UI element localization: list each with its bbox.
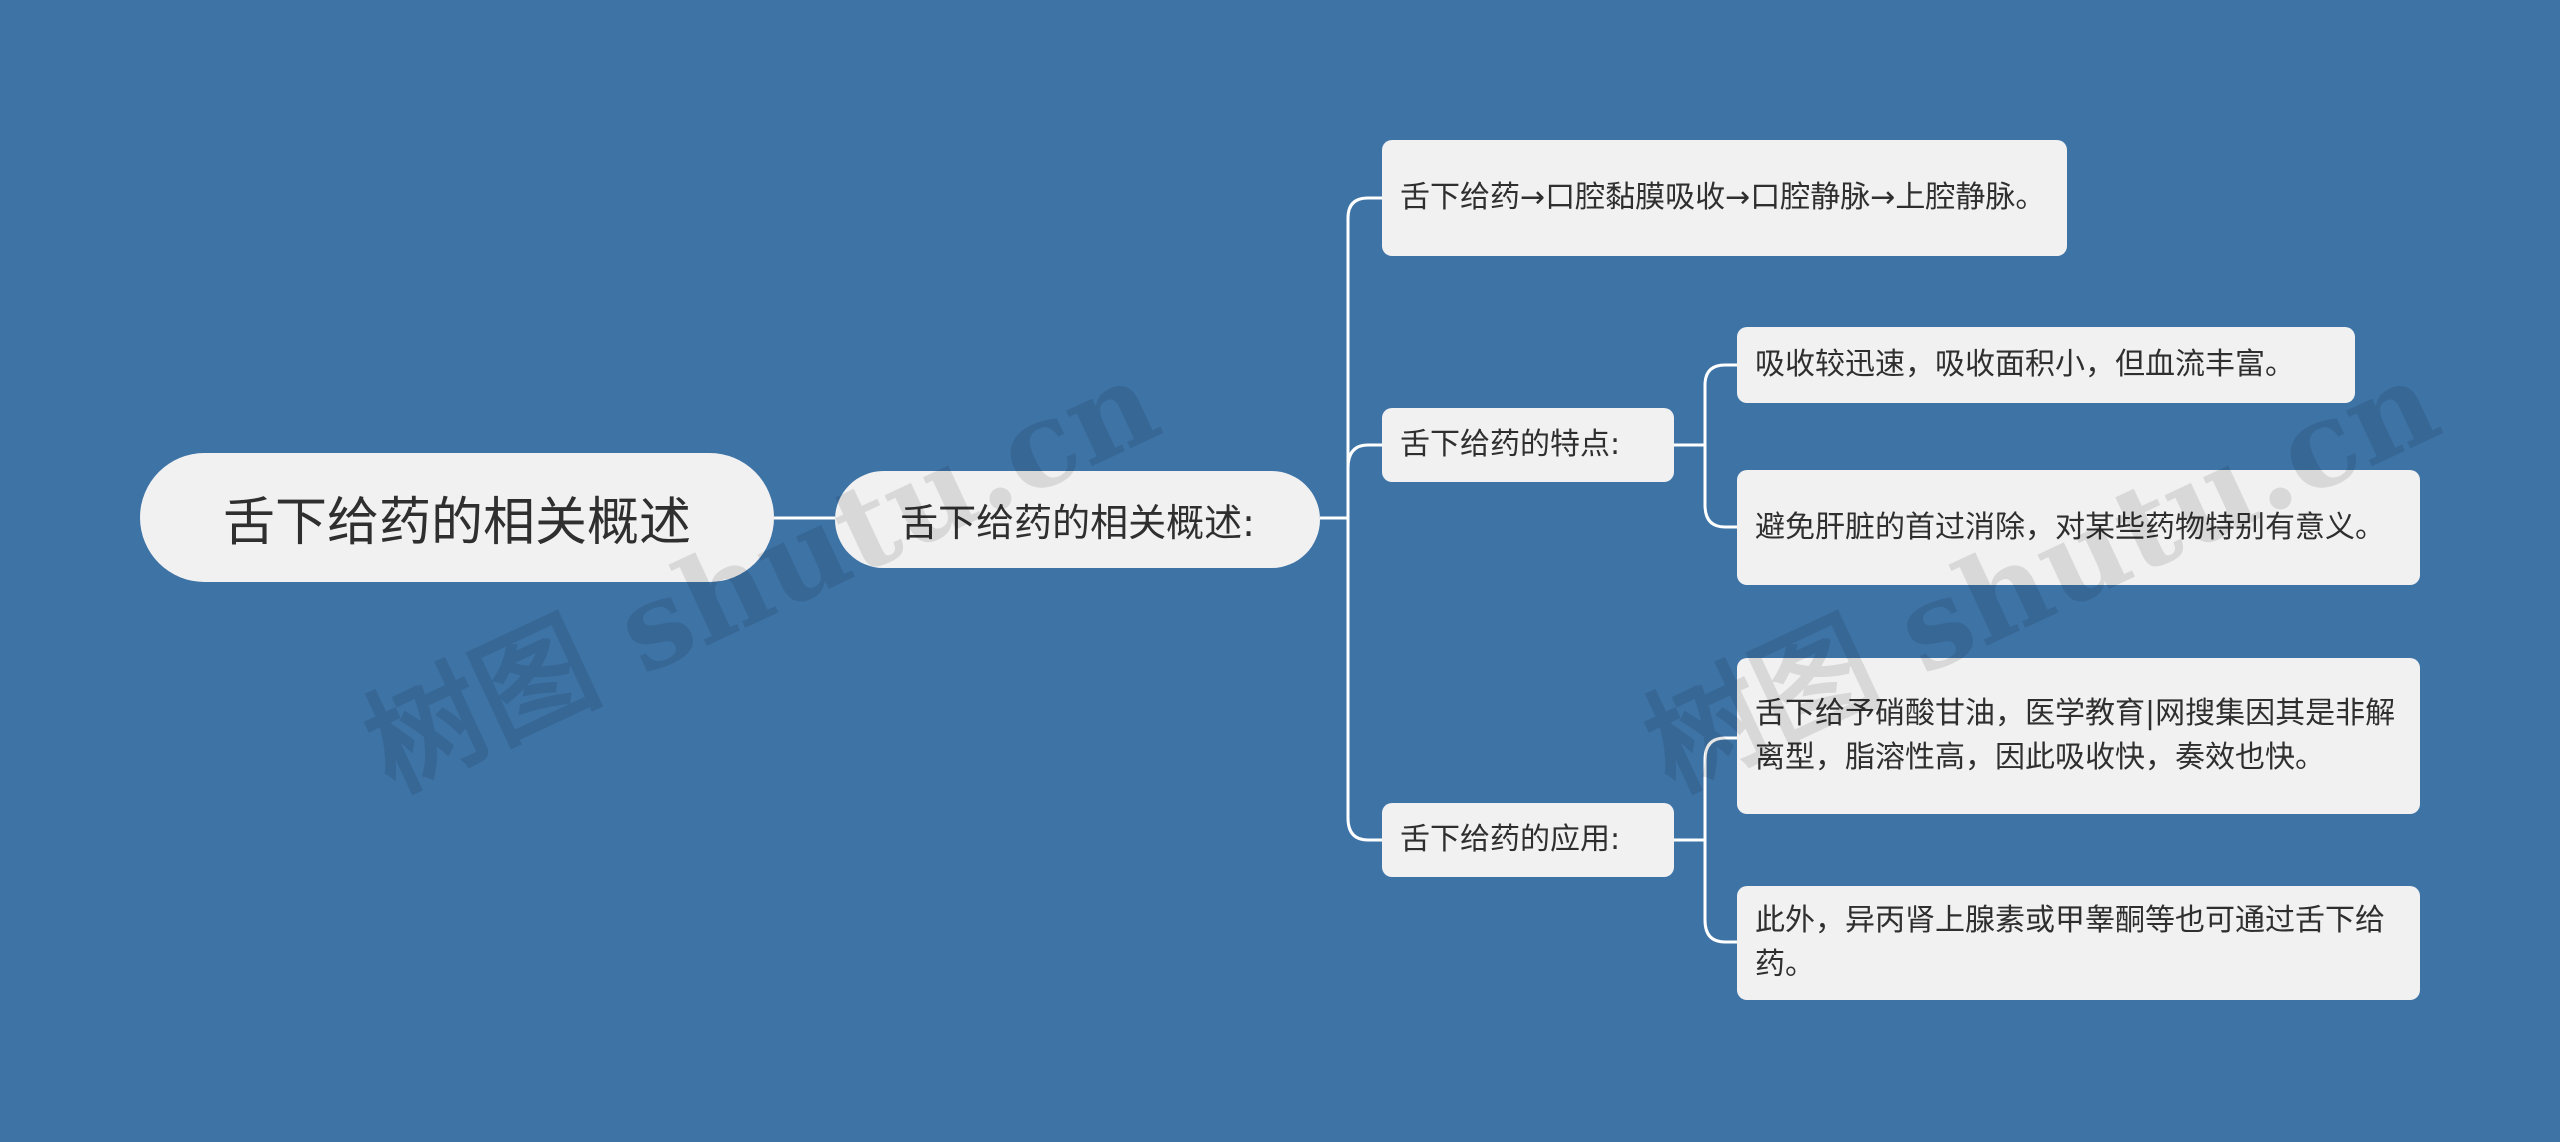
connector-branch-applications <box>1346 518 1382 842</box>
connector-applications-item-2 <box>1703 840 1737 944</box>
root-topic-text: 舌下给药的相关概述 <box>222 493 691 553</box>
features-item-text: 吸收较迅速，吸收面积小，但血流丰富。 <box>1755 347 2295 382</box>
applications-item-text: 此外，异丙肾上腺素或甲睾酮等也可通过舌下给药。 <box>1755 903 2385 982</box>
features-item[interactable]: 吸收较迅速，吸收面积小，但血流丰富。 <box>1737 327 2355 403</box>
root-topic[interactable]: 舌下给药的相关概述 <box>140 453 774 582</box>
connector-branch-route <box>1320 196 1382 520</box>
features-topic[interactable]: 舌下给药的特点: <box>1382 408 1674 482</box>
applications-item[interactable]: 此外，异丙肾上腺素或甲睾酮等也可通过舌下给药。 <box>1737 886 2420 1000</box>
applications-label: 舌下给药的应用: <box>1400 822 1621 857</box>
main-branch-text: 舌下给药的相关概述: <box>900 501 1255 545</box>
route-text: 舌下给药→口腔黏膜吸收→口腔静脉→上腔静脉。 <box>1400 180 2046 215</box>
features-item[interactable]: 避免肝脏的首过消除，对某些药物特别有意义。 <box>1737 470 2420 585</box>
connector-features-item-2 <box>1703 445 1737 529</box>
connector-features-item-1 <box>1703 363 1737 445</box>
features-item-text: 避免肝脏的首过消除，对某些药物特别有意义。 <box>1755 509 2385 545</box>
main-branch-topic[interactable]: 舌下给药的相关概述: <box>835 471 1320 568</box>
features-label: 舌下给药的特点: <box>1400 427 1621 462</box>
applications-item-text: 舌下给予硝酸甘油，医学教育|网搜集因其是非解离型，脂溶性高，因此吸收快，奏效也快… <box>1755 696 2396 775</box>
applications-topic[interactable]: 舌下给药的应用: <box>1382 803 1674 877</box>
connector-applications-item-1 <box>1703 736 1737 840</box>
applications-item[interactable]: 舌下给予硝酸甘油，医学教育|网搜集因其是非解离型，脂溶性高，因此吸收快，奏效也快… <box>1737 658 2420 814</box>
route-topic[interactable]: 舌下给药→口腔黏膜吸收→口腔静脉→上腔静脉。 <box>1382 140 2067 256</box>
connector-branch-features <box>1346 443 1382 518</box>
